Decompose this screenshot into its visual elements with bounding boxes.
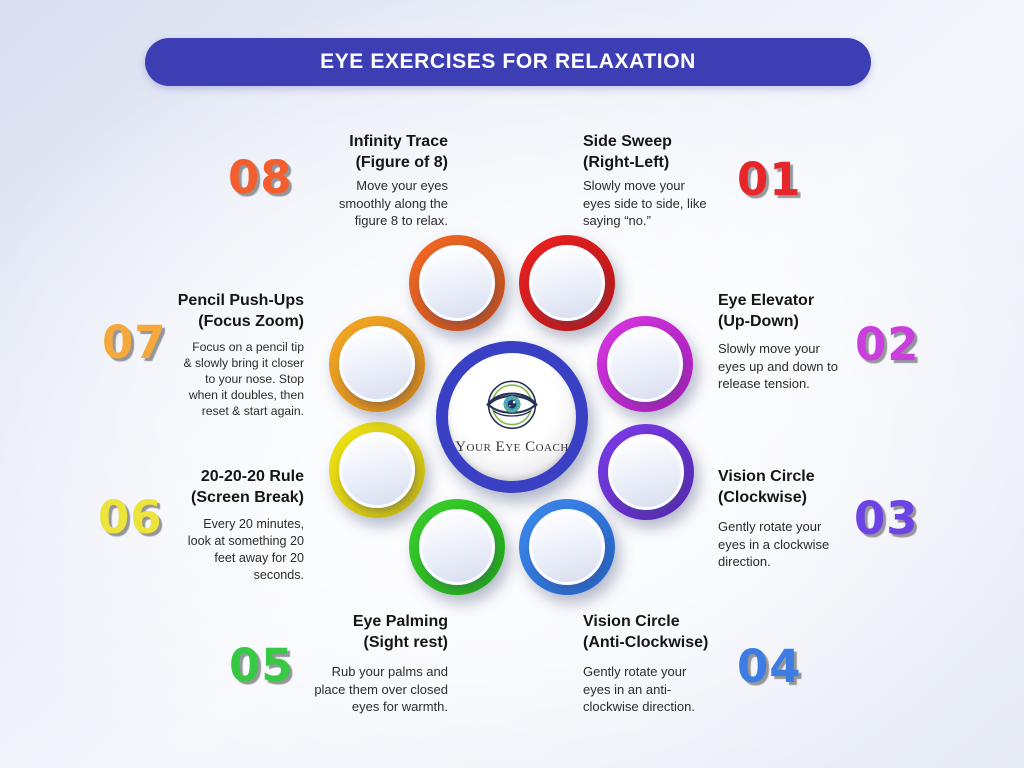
ring-05 bbox=[409, 499, 505, 595]
ring-03-inner bbox=[608, 434, 684, 510]
exercise-05-number: 05 bbox=[229, 639, 294, 692]
exercise-06-title: 20-20-20 Rule (Screen Break) bbox=[191, 468, 304, 506]
exercise-06-description: Every 20 minutes, look at something 20 f… bbox=[187, 517, 304, 582]
ring-07-inner bbox=[339, 326, 415, 402]
exercise-05-title: Eye Palming (Sight rest) bbox=[352, 613, 448, 651]
exercise-07-title: Pencil Push-Ups (Focus Zoom) bbox=[177, 292, 304, 330]
exercise-05-description: Rub your palms and place them over close… bbox=[314, 664, 448, 714]
ring-06-inner bbox=[339, 432, 415, 508]
exercise-08-text: Infinity Trace (Figure of 8) Move your e… bbox=[296, 131, 448, 230]
ring-04-inner bbox=[529, 509, 605, 585]
ring-01 bbox=[519, 235, 615, 331]
exercise-02-description: Slowly move your eyes up and down to rel… bbox=[718, 341, 838, 391]
exercise-05-text: Eye Palming (Sight rest) Rub your palms … bbox=[296, 611, 448, 716]
ring-05-inner bbox=[419, 509, 495, 585]
ring-06 bbox=[329, 422, 425, 518]
logo-text: Your Eye Coach bbox=[455, 439, 569, 455]
exercise-03-title: Vision Circle (Clockwise) bbox=[718, 468, 815, 506]
ring-02-inner bbox=[607, 326, 683, 402]
exercise-07-description: Focus on a pencil tip & slowly bring it … bbox=[183, 340, 304, 418]
exercise-04-description: Gently rotate your eyes in an anti- cloc… bbox=[583, 664, 695, 714]
exercise-03-number: 03 bbox=[854, 492, 919, 545]
exercise-01-text: Side Sweep (Right-Left) Slowly move your… bbox=[583, 131, 745, 230]
exercise-04-number: 04 bbox=[737, 640, 802, 693]
exercise-01-description: Slowly move your eyes side to side, like… bbox=[583, 178, 707, 228]
ring-08 bbox=[409, 235, 505, 331]
exercise-02-title: Eye Elevator (Up-Down) bbox=[718, 292, 815, 330]
exercise-07-text: Pencil Push-Ups (Focus Zoom) Focus on a … bbox=[152, 290, 304, 419]
exercise-08-description: Move your eyes smoothly along the figure… bbox=[338, 178, 448, 228]
exercise-06-text: 20-20-20 Rule (Screen Break) Every 20 mi… bbox=[152, 466, 304, 584]
exercise-02-number: 02 bbox=[855, 318, 920, 371]
exercise-02-text: Eye Elevator (Up-Down) Slowly move your … bbox=[718, 290, 876, 393]
exercise-04-title: Vision Circle (Anti-Clockwise) bbox=[583, 613, 709, 651]
exercise-01-title: Side Sweep (Right-Left) bbox=[583, 133, 672, 171]
exercise-06-number: 06 bbox=[98, 491, 163, 544]
ring-03 bbox=[598, 424, 694, 520]
title-banner: EYE EXERCISES FOR RELAXATION bbox=[145, 38, 871, 86]
logo-badge: Your Eye Coach bbox=[448, 353, 576, 481]
ring-02 bbox=[597, 316, 693, 412]
ring-07 bbox=[329, 316, 425, 412]
ring-08-inner bbox=[419, 245, 495, 321]
exercise-03-text: Vision Circle (Clockwise) Gently rotate … bbox=[718, 466, 876, 571]
exercise-04-text: Vision Circle (Anti-Clockwise) Gently ro… bbox=[583, 611, 751, 716]
exercise-03-description: Gently rotate your eyes in a clockwise d… bbox=[718, 519, 830, 569]
exercise-08-number: 08 bbox=[228, 151, 293, 204]
ring-04 bbox=[519, 499, 615, 595]
page-title: EYE EXERCISES FOR RELAXATION bbox=[320, 50, 696, 73]
center-ring: Your Eye Coach bbox=[436, 341, 588, 493]
exercise-08-title: Infinity Trace (Figure of 8) bbox=[349, 133, 448, 171]
ring-01-inner bbox=[529, 245, 605, 321]
eye-logo-icon bbox=[486, 380, 538, 430]
exercise-07-number: 07 bbox=[102, 316, 167, 369]
exercise-01-number: 01 bbox=[737, 153, 802, 206]
